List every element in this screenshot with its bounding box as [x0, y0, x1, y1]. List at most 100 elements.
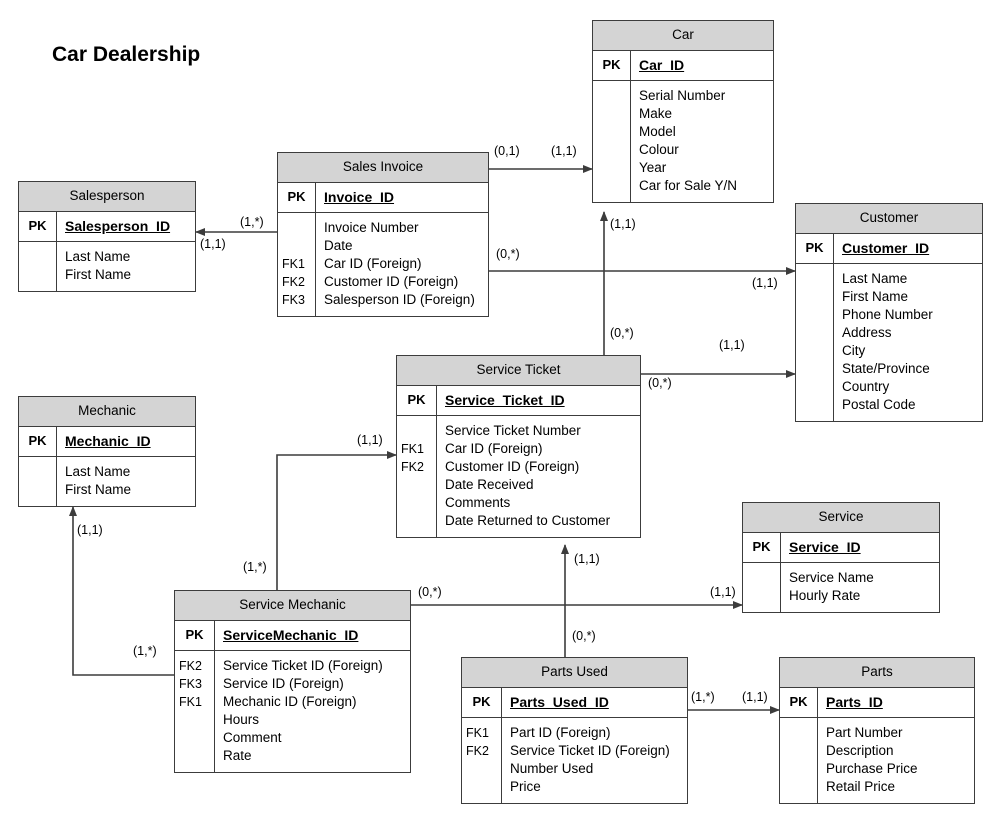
entity-service-ticket-pk-label: PK [397, 386, 437, 415]
cardinality-service-ticket-car-target: (1,1) [610, 217, 636, 231]
entity-service-ticket-fk-keys: FK1 FK2 [397, 416, 437, 537]
entity-service-pk: Service_ID [789, 539, 861, 555]
entity-sales-invoice-attr-list: Invoice Number Date Car ID (Foreign) Cus… [324, 220, 475, 307]
entity-customer[interactable]: Customer PK Customer_ID Last Name First … [795, 203, 983, 422]
entity-parts[interactable]: Parts PK Parts_ID Part Number Descriptio… [779, 657, 975, 804]
entity-car-attributes: Serial Number Make Model Colour Year Car… [593, 81, 773, 202]
entity-parts-used-attributes: FK1 FK2 Part ID (Foreign) Service Ticket… [462, 718, 687, 803]
cardinality-service-mechanic-service-target: (1,1) [710, 585, 736, 599]
entity-parts-fk-keys [780, 718, 818, 803]
entity-car[interactable]: Car PK Car_ID Serial Number Make Model C… [592, 20, 774, 203]
entity-mechanic-pk-label: PK [19, 427, 57, 456]
entity-mechanic-attributes: Last Name First Name [19, 457, 195, 506]
entity-service-ticket-attr-list: Service Ticket Number Car ID (Foreign) C… [445, 423, 611, 528]
cardinality-service-ticket-customer-source: (0,*) [648, 376, 672, 390]
entity-sales-invoice-pk-row: PK Invoice_ID [278, 183, 488, 213]
entity-mechanic-pk-row: PK Mechanic_ID [19, 427, 195, 457]
cardinality-parts-used-parts-source: (1,*) [691, 690, 715, 704]
diagram-title: Car Dealership [52, 43, 201, 66]
entity-sales-invoice-title: Sales Invoice [278, 153, 488, 183]
entity-mechanic-attr-list: Last Name First Name [65, 464, 132, 497]
entity-customer-fk-keys [796, 264, 834, 421]
entity-customer-pk-label: PK [796, 234, 834, 263]
entity-salesperson-attr-list: Last Name First Name [65, 249, 132, 282]
entity-car-pk: Car_ID [639, 57, 685, 73]
entity-sales-invoice-pk: Invoice_ID [324, 189, 395, 205]
cardinality-service-ticket-car-source: (0,*) [610, 326, 634, 340]
entity-parts-used-pk-label: PK [462, 688, 502, 717]
cardinality-parts-used-service-ticket-source: (0,*) [572, 629, 596, 643]
entity-car-title: Car [593, 21, 773, 51]
cardinality-sales-invoice-salesperson-source: (1,*) [240, 215, 264, 229]
entity-service-ticket-title: Service Ticket [397, 356, 640, 386]
entity-mechanic-title: Mechanic [19, 397, 195, 427]
cardinality-parts-used-service-ticket-target: (1,1) [574, 552, 600, 566]
entity-service-ticket[interactable]: Service Ticket PK Service_Ticket_ID FK1 … [396, 355, 641, 538]
cardinality-service-mechanic-mechanic-source: (1,*) [133, 644, 157, 658]
entity-car-attr-list: Serial Number Make Model Colour Year Car… [639, 88, 738, 193]
entity-parts-title: Parts [780, 658, 974, 688]
cardinality-sales-invoice-car-source: (0,1) [494, 144, 520, 158]
entity-customer-attr-list: Last Name First Name Phone Number Addres… [842, 271, 933, 412]
entity-sales-invoice-pk-label: PK [278, 183, 316, 212]
entity-car-pk-label: PK [593, 51, 631, 80]
entity-sales-invoice-attributes: FK1 FK2 FK3 Invoice Number Date Car ID (… [278, 213, 488, 316]
entity-customer-pk: Customer_ID [842, 240, 930, 256]
entity-service-mechanic[interactable]: Service Mechanic PK ServiceMechanic_ID F… [174, 590, 411, 773]
entity-customer-pk-row: PK Customer_ID [796, 234, 982, 264]
entity-service-mechanic-attributes: FK2 FK3 FK1 Service Ticket ID (Foreign) … [175, 651, 410, 772]
entity-service-mechanic-fk-keys: FK2 FK3 FK1 [175, 651, 215, 772]
entity-parts-used-fk-keys: FK1 FK2 [462, 718, 502, 803]
entity-service[interactable]: Service PK Service_ID Service Name Hourl… [742, 502, 940, 613]
entity-salesperson-fk-keys [19, 242, 57, 291]
entity-customer-title: Customer [796, 204, 982, 234]
entity-service-mechanic-pk: ServiceMechanic_ID [223, 627, 359, 643]
entity-mechanic[interactable]: Mechanic PK Mechanic_ID Last Name First … [18, 396, 196, 507]
entity-parts-attributes: Part Number Description Purchase Price R… [780, 718, 974, 803]
cardinality-sales-invoice-customer-target: (1,1) [752, 276, 778, 290]
entity-service-ticket-attributes: FK1 FK2 Service Ticket Number Car ID (Fo… [397, 416, 640, 537]
entity-mechanic-fk-keys [19, 457, 57, 506]
entity-salesperson-pk-row: PK Salesperson_ID [19, 212, 195, 242]
entity-parts-attr-list: Part Number Description Purchase Price R… [826, 725, 918, 794]
entity-service-ticket-pk-row: PK Service_Ticket_ID [397, 386, 640, 416]
entity-service-mechanic-pk-row: PK ServiceMechanic_ID [175, 621, 410, 651]
entity-parts-used[interactable]: Parts Used PK Parts_Used_ID FK1 FK2 Part… [461, 657, 688, 804]
cardinality-service-mechanic-service-ticket-source: (1,*) [243, 560, 267, 574]
entity-parts-pk: Parts_ID [826, 694, 883, 710]
entity-parts-pk-row: PK Parts_ID [780, 688, 974, 718]
entity-car-fk-keys [593, 81, 631, 202]
entity-salesperson[interactable]: Salesperson PK Salesperson_ID Last Name … [18, 181, 196, 292]
cardinality-parts-used-parts-target: (1,1) [742, 690, 768, 704]
entity-sales-invoice-fk-keys: FK1 FK2 FK3 [278, 213, 316, 316]
entity-service-mechanic-title: Service Mechanic [175, 591, 410, 621]
entity-service-mechanic-attr-list: Service Ticket ID (Foreign) Service ID (… [223, 658, 383, 763]
connector-service-mechanic-service-ticket [276, 451, 397, 592]
entity-car-pk-row: PK Car_ID [593, 51, 773, 81]
cardinality-service-mechanic-mechanic-target: (1,1) [77, 523, 103, 537]
entity-service-fk-keys [743, 563, 781, 612]
entity-customer-attributes: Last Name First Name Phone Number Addres… [796, 264, 982, 421]
entity-salesperson-attributes: Last Name First Name [19, 242, 195, 291]
entity-salesperson-pk-label: PK [19, 212, 57, 241]
entity-parts-used-pk: Parts_Used_ID [510, 694, 609, 710]
entity-parts-used-title: Parts Used [462, 658, 687, 688]
cardinality-service-mechanic-service-source: (0,*) [418, 585, 442, 599]
entity-sales-invoice[interactable]: Sales Invoice PK Invoice_ID FK1 FK2 FK3 … [277, 152, 489, 317]
entity-service-attr-list: Service Name Hourly Rate [789, 570, 874, 603]
entity-service-mechanic-pk-label: PK [175, 621, 215, 650]
entity-service-title: Service [743, 503, 939, 533]
entity-service-ticket-pk: Service_Ticket_ID [445, 392, 565, 408]
entity-salesperson-pk: Salesperson_ID [65, 218, 171, 234]
entity-mechanic-pk: Mechanic_ID [65, 433, 151, 449]
entity-salesperson-title: Salesperson [19, 182, 195, 212]
entity-parts-pk-label: PK [780, 688, 818, 717]
cardinality-sales-invoice-customer-source: (0,*) [496, 247, 520, 261]
cardinality-service-mechanic-service-ticket-target: (1,1) [357, 433, 383, 447]
cardinality-service-ticket-customer-target: (1,1) [719, 338, 745, 352]
entity-parts-used-attr-list: Part ID (Foreign) Service Ticket ID (For… [510, 725, 670, 794]
cardinality-sales-invoice-car-target: (1,1) [551, 144, 577, 158]
entity-service-attributes: Service Name Hourly Rate [743, 563, 939, 612]
entity-service-pk-label: PK [743, 533, 781, 562]
